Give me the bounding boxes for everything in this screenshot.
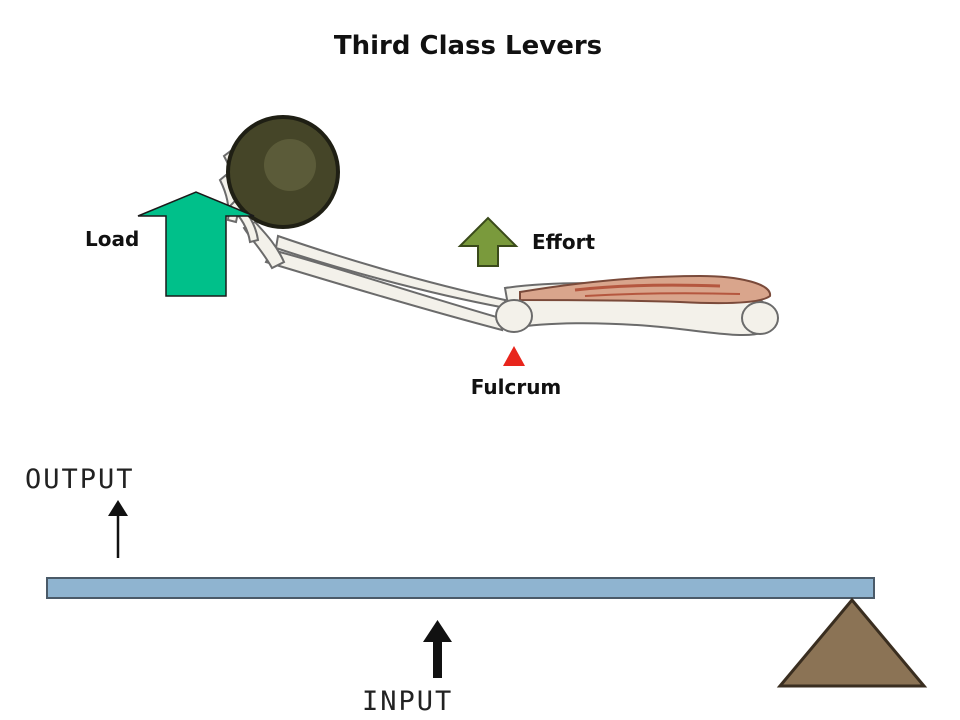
fulcrum-triangle xyxy=(776,597,928,688)
output-label: OUTPUT xyxy=(25,464,135,495)
diagram-title: Third Class Levers xyxy=(334,31,602,61)
input-arrow xyxy=(423,620,452,678)
fulcrum-label: Fulcrum xyxy=(471,375,562,399)
output-arrow xyxy=(108,500,128,558)
load-arrow xyxy=(137,191,255,297)
effort-arrow xyxy=(457,216,519,267)
biceps-muscle xyxy=(519,274,771,305)
arm-illustration xyxy=(218,115,779,337)
forearm-bones xyxy=(264,234,508,332)
elbow-joint xyxy=(495,299,533,333)
effort-label: Effort xyxy=(532,230,595,254)
input-label: INPUT xyxy=(362,686,453,717)
fulcrum-marker xyxy=(503,346,525,366)
load-label: Load xyxy=(85,227,139,251)
lever-beam xyxy=(46,577,875,599)
